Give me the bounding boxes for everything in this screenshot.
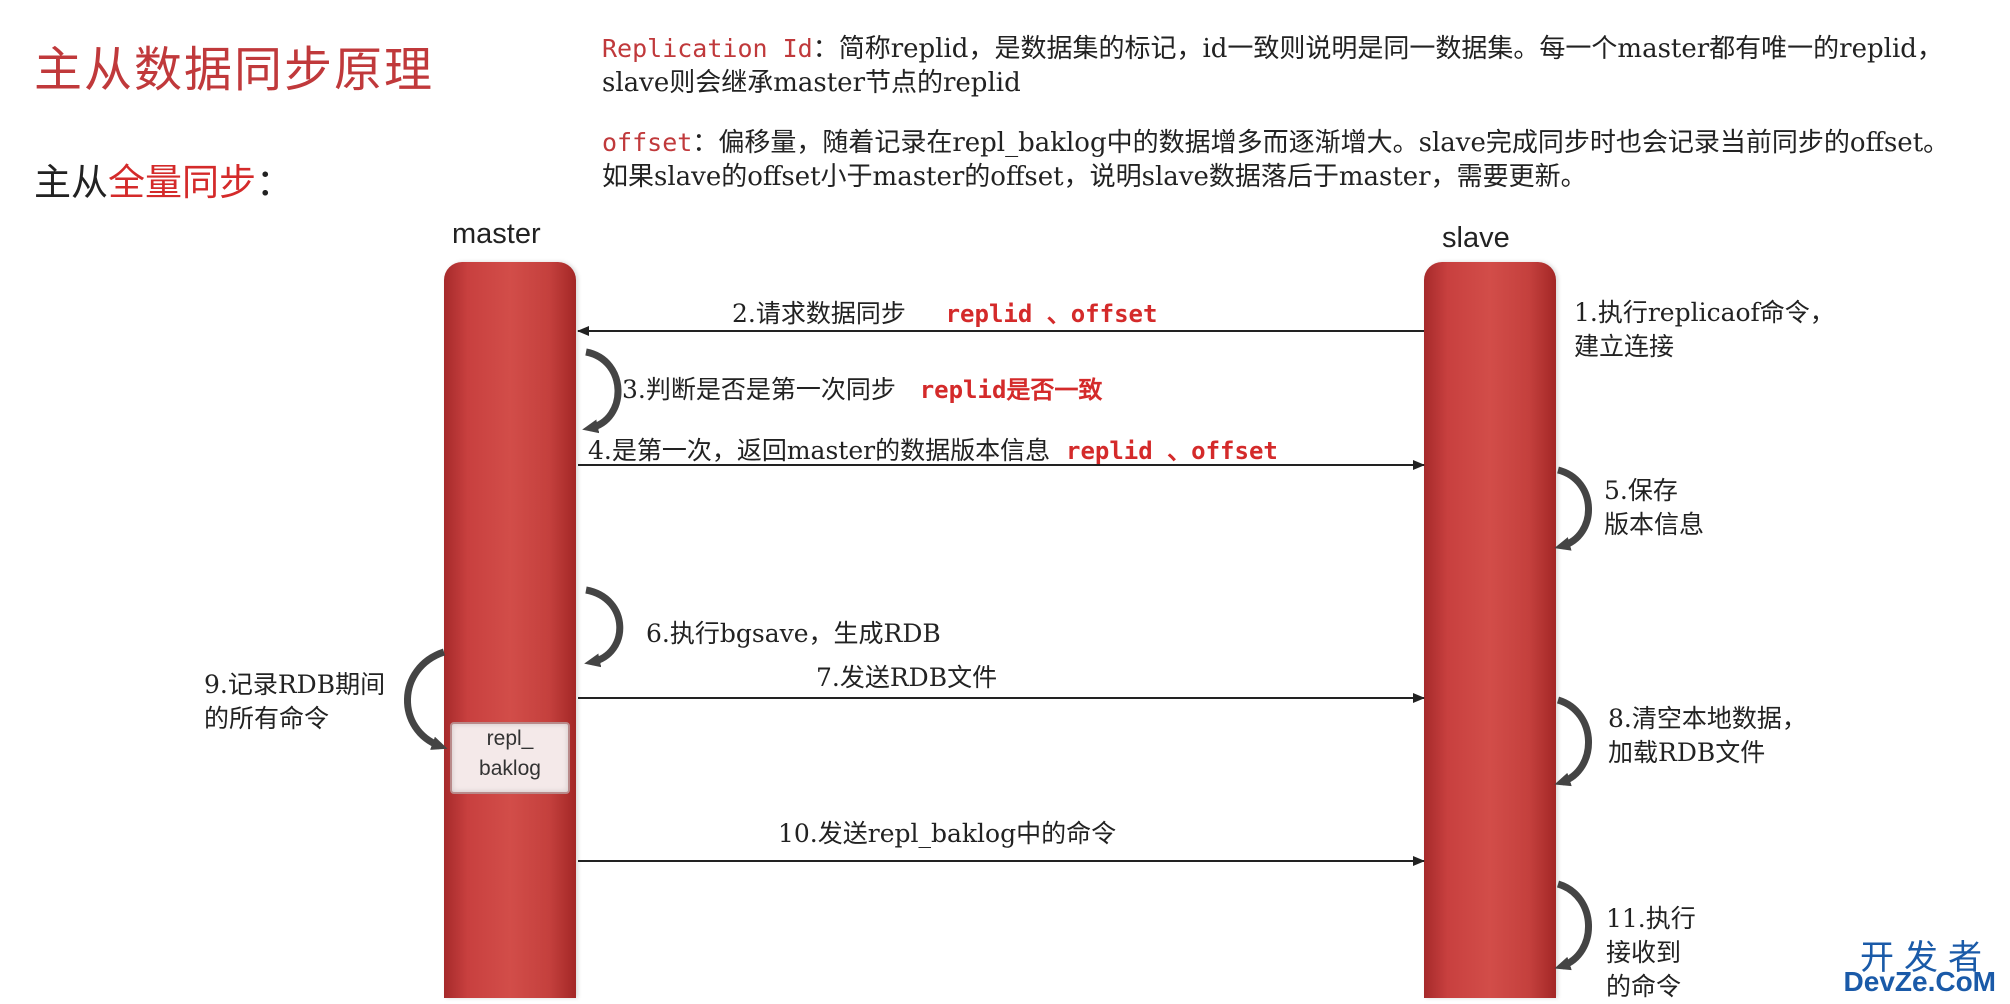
note-8: 8.清空本地数据， 加载RDB文件 <box>1608 702 1807 770</box>
message-2: 2.请求数据同步 replid 、offset <box>732 294 1157 330</box>
watermark-en: DevZe.CoM <box>1843 966 1996 997</box>
offset-line2: 如果slave的offset小于master的offset，说明slave数据落… <box>602 162 1587 192</box>
master-lifeline <box>444 262 576 998</box>
note-5: 5.保存 版本信息 <box>1604 474 1704 542</box>
backlog-line1: repl_ <box>486 727 534 750</box>
note-11-line1: 11.执行 <box>1606 904 1696 933</box>
note-9-line1: 9.记录RDB期间 <box>204 670 386 699</box>
message-4-text: 4.是第一次，返回master的数据版本信息 <box>588 436 1051 465</box>
subtitle-highlight: 全量同步 <box>108 161 256 204</box>
master-lane-label: master <box>452 218 541 250</box>
note-5-line2: 版本信息 <box>1604 510 1705 539</box>
note-1-line1: 1.执行replicaof命令， <box>1574 298 1835 327</box>
note-1: 1.执行replicaof命令， 建立连接 <box>1574 296 1835 364</box>
replication-id-description: Replication Id：简称replid，是数据集的标记，id一致则说明是… <box>602 32 1943 100</box>
note-5-line1: 5.保存 <box>1604 476 1678 505</box>
note-9-line2: 的所有命令 <box>204 704 330 733</box>
message-4: 4.是第一次，返回master的数据版本信息 replid 、offset <box>588 431 1278 467</box>
message-2-text: 2.请求数据同步 <box>732 299 906 328</box>
note-8-line1: 8.清空本地数据， <box>1608 704 1807 733</box>
loop-load-rdb <box>1554 696 1592 787</box>
note-11: 11.执行 接收到 的命令 <box>1606 902 1696 1004</box>
page-title: 主从数据同步原理 <box>34 42 435 98</box>
repl-baklog-box: repl_ baklog <box>450 722 570 794</box>
loop-record-commands <box>404 648 448 750</box>
offset-line1: ：偏移量，随着记录在repl_baklog中的数据增多而逐渐增大。slave完成… <box>692 128 1950 158</box>
note-11-line2: 接收到 <box>1606 938 1682 967</box>
loop-bgsave <box>584 586 624 668</box>
loop-execute-commands <box>1554 880 1592 971</box>
section-subtitle: 主从全量同步： <box>34 152 293 206</box>
message-2-params: replid 、offset <box>945 300 1158 328</box>
offset-description: offset：偏移量，随着记录在repl_baklog中的数据增多而逐渐增大。s… <box>602 126 1949 194</box>
message-3: 3.判断是否是第一次同步 replid是否一致 <box>622 370 1102 406</box>
subtitle-prefix: 主从 <box>34 161 108 204</box>
message-6: 6.执行bgsave，生成RDB <box>646 619 941 648</box>
note-1-line2: 建立连接 <box>1574 332 1675 361</box>
message-3-params: replid是否一致 <box>919 376 1103 404</box>
replication-id-term: Replication Id <box>602 34 813 63</box>
slave-lifeline <box>1424 262 1556 998</box>
replication-id-line2: slave则会继承master节点的replid <box>602 68 1021 98</box>
subtitle-suffix: ： <box>256 161 293 204</box>
loop-check-first-sync <box>582 348 622 434</box>
loop-save-version <box>1554 466 1592 551</box>
slave-lane-label: slave <box>1442 222 1510 254</box>
note-9: 9.记录RDB期间 的所有命令 <box>204 668 385 736</box>
message-10: 10.发送repl_baklog中的命令 <box>778 819 1117 848</box>
message-3-text: 3.判断是否是第一次同步 <box>622 375 896 404</box>
backlog-line2: baklog <box>479 757 541 780</box>
message-7: 7.发送RDB文件 <box>816 663 998 692</box>
replication-id-line1: ：简称replid，是数据集的标记，id一致则说明是同一数据集。每一个maste… <box>812 34 1943 64</box>
message-4-params: replid 、offset <box>1066 437 1278 465</box>
watermark-cn: 开发者 <box>1860 938 1992 978</box>
note-8-line2: 加载RDB文件 <box>1608 738 1766 767</box>
offset-term: offset <box>602 128 693 157</box>
note-11-line3: 的命令 <box>1606 972 1682 1001</box>
